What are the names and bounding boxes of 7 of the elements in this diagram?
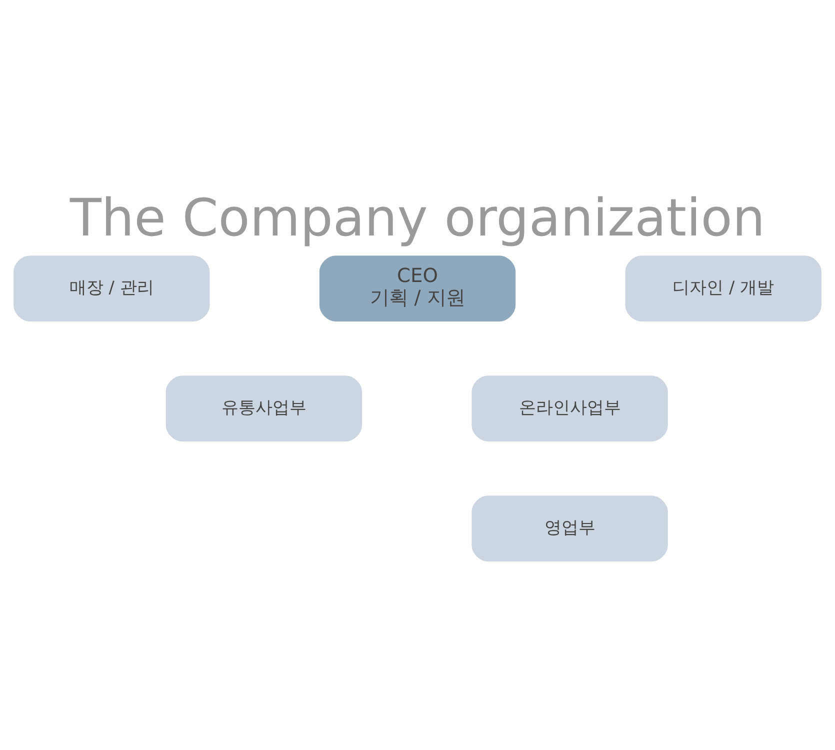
node-box: 영업부 [472,496,668,562]
node-box: 디자인 / 개발 [625,256,822,322]
node-box: 유통사업부 [166,376,362,442]
diagram-title: The Company organization [70,188,766,249]
node-box: 매장 / 관리 [14,256,210,322]
node-box: CEO 기획 / 지원 [319,256,516,322]
node-box: 온라인사업부 [472,376,668,442]
